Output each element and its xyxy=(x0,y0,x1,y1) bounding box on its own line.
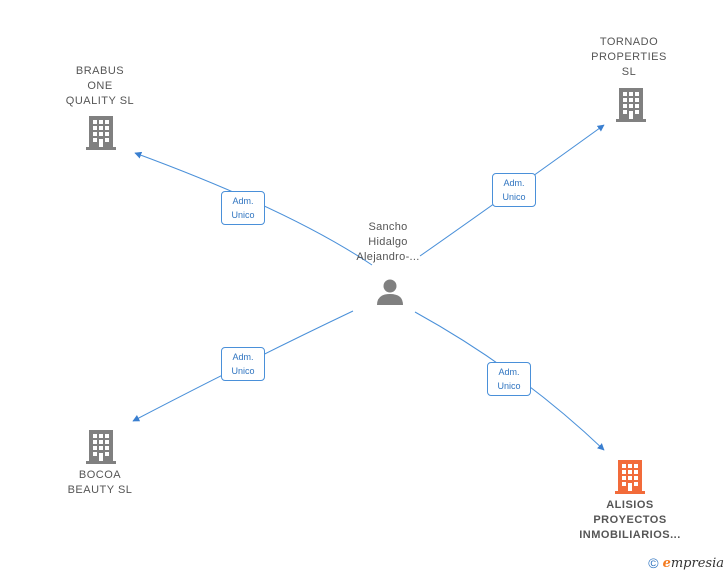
company-label-tornado[interactable]: TORNADO PROPERTIES SL xyxy=(591,36,667,78)
building-icon[interactable] xyxy=(86,114,116,150)
edge-label-line2: Unico xyxy=(497,381,521,391)
edge-label-line2: Unico xyxy=(502,192,526,202)
edge-label-line2: Unico xyxy=(231,210,255,220)
edge-label-line1: Adm. xyxy=(232,196,254,206)
company-label-bocoa[interactable]: BOCOA BEAUTY SL xyxy=(67,469,133,496)
edge-label-line1: Adm. xyxy=(232,352,254,362)
edge-label-tornado[interactable]: Adm. Unico xyxy=(492,173,536,207)
edge-label-line2: Unico xyxy=(231,366,255,376)
building-icon[interactable] xyxy=(615,458,645,494)
edge-label-line1: Adm. xyxy=(503,178,525,188)
center-person-label[interactable]: Sancho Hidalgo Alejandro-... xyxy=(356,221,420,263)
edge-label-brabus[interactable]: Adm. Unico xyxy=(221,191,265,225)
brand-initial: e xyxy=(662,555,671,571)
company-label-brabus[interactable]: BRABUS ONE QUALITY SL xyxy=(65,65,135,107)
copyright-icon: © xyxy=(648,555,659,571)
company-label-alisios[interactable]: ALISIOS PROYECTOS INMOBILIARIOS... xyxy=(579,499,681,541)
edge-label-line1: Adm. xyxy=(498,367,520,377)
edge-label-alisios[interactable]: Adm. Unico xyxy=(487,362,531,396)
edge-line-brabus xyxy=(134,151,373,266)
person-icon[interactable] xyxy=(375,276,405,306)
building-icon[interactable] xyxy=(86,428,116,464)
brand-logo: empresia xyxy=(663,556,724,571)
edge-label-bocoa[interactable]: Adm. Unico xyxy=(221,347,265,381)
building-icon[interactable] xyxy=(616,86,646,122)
footer-brand[interactable]: © empresia xyxy=(648,555,724,571)
brand-rest: mpresia xyxy=(670,555,724,571)
